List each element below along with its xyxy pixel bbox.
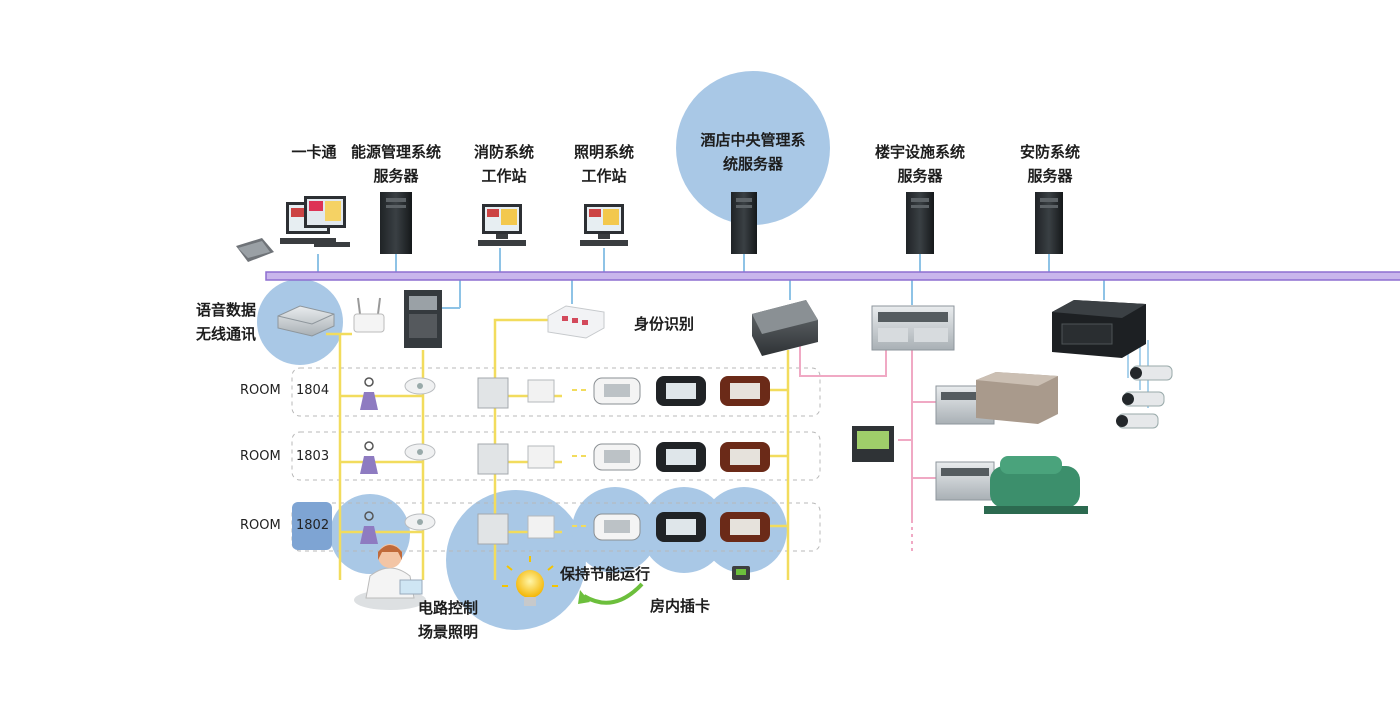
server-building xyxy=(906,192,934,254)
network-gateway-box xyxy=(752,300,818,356)
label-card-system: 一卡通 xyxy=(291,143,337,161)
room-frame-1804 xyxy=(291,367,821,417)
server-energy xyxy=(380,192,412,254)
facility-wiring xyxy=(799,340,936,520)
room-number-1802: 1802 xyxy=(296,518,330,533)
room-1802-devices xyxy=(360,511,770,545)
workstation-fire xyxy=(478,204,526,246)
label-circuit-control: 电路控制场景照明 xyxy=(418,599,479,641)
security-cameras xyxy=(1116,365,1173,429)
room-1803-devices xyxy=(360,441,770,475)
room-label-1803: ROOM xyxy=(240,449,281,464)
room-controller-cabinet xyxy=(404,290,442,348)
server-security xyxy=(1035,192,1063,254)
energy-saving-arrow xyxy=(578,582,644,605)
room-number-1804: 1804 xyxy=(296,383,330,398)
server-central xyxy=(731,192,757,254)
label-room-card: 房内插卡 xyxy=(650,597,711,615)
highlight-circle-central xyxy=(676,71,830,225)
room-1804-devices xyxy=(360,376,770,410)
card-reader-device xyxy=(236,238,274,262)
identity-device xyxy=(547,305,605,339)
room-frame-1802 xyxy=(291,502,821,552)
room-card-icon xyxy=(732,566,750,580)
staff-person-icon xyxy=(354,544,426,610)
label-identity: 身份识别 xyxy=(634,315,695,333)
label-energy-server: 能源管理系统服务器 xyxy=(350,143,441,185)
label-energy-saving: 保持节能运行 xyxy=(560,565,651,583)
light-bulb-icon xyxy=(502,556,558,606)
room-label-1802: ROOM xyxy=(240,518,281,533)
building-controller xyxy=(871,305,955,351)
label-building-server: 楼宇设施系统服务器 xyxy=(874,143,965,185)
air-handler-unit xyxy=(976,372,1058,424)
room-frame-1803 xyxy=(291,431,821,481)
wireless-gateway xyxy=(277,305,335,337)
hvac-controller-2 xyxy=(935,461,995,501)
room-dashed-wiring xyxy=(572,389,590,527)
label-fire-workstation: 消防系统工作站 xyxy=(473,143,534,185)
hvac-display-panel xyxy=(852,426,894,462)
wifi-router xyxy=(353,297,385,333)
room-1802-highlight xyxy=(292,502,332,550)
chiller-unit xyxy=(984,456,1088,514)
workstation-lighting xyxy=(580,204,628,246)
security-dvr xyxy=(1052,300,1146,358)
label-lighting-workstation: 照明系统工作站 xyxy=(573,143,634,185)
label-central-server: 酒店中央管理系统服务器 xyxy=(700,131,806,173)
workstation-card-system xyxy=(280,196,350,247)
label-wireless: 语音数据无线通讯 xyxy=(196,301,257,343)
room-label-1804: ROOM xyxy=(240,383,281,398)
label-security-server: 安防系统服务器 xyxy=(1019,143,1080,185)
room-number-1803: 1803 xyxy=(296,449,330,464)
main-network-bus xyxy=(265,271,1400,281)
